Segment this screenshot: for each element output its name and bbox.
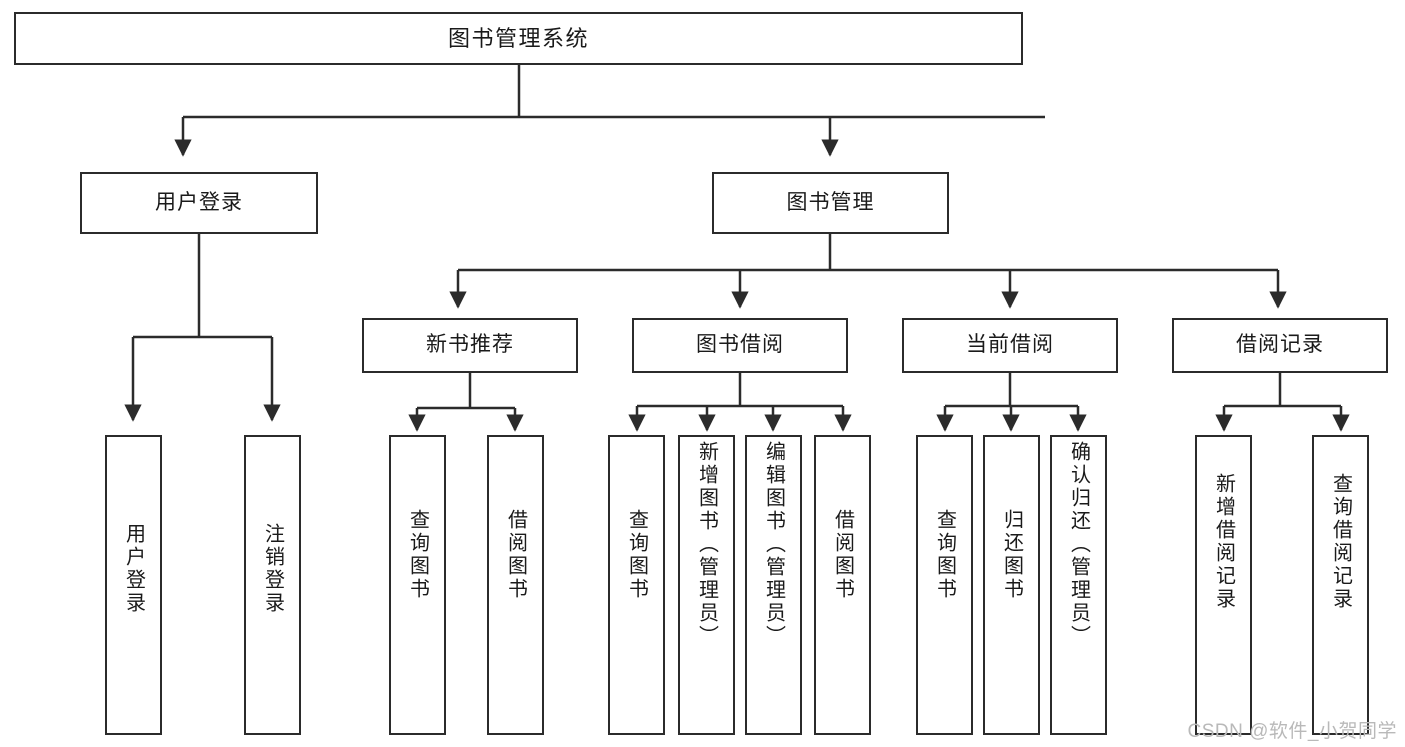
node-label: 借阅记录 <box>1236 333 1324 357</box>
node-label: 查询图书 <box>933 509 956 601</box>
node-label: 图书借阅 <box>696 333 784 357</box>
leaf-user-login-signin[interactable]: 用户登录 <box>105 435 162 735</box>
node-label: 当前借阅 <box>966 333 1054 357</box>
leaf-borrow-record-search[interactable]: 查询借阅记录 <box>1312 435 1369 735</box>
node-borrow-record[interactable]: 借阅记录 <box>1172 318 1388 373</box>
node-book-management[interactable]: 图书管理 <box>712 172 949 234</box>
node-label: 新增图书（管理员） <box>695 441 718 648</box>
leaf-user-login-signout[interactable]: 注销登录 <box>244 435 301 735</box>
node-new-book-recommend[interactable]: 新书推荐 <box>362 318 578 373</box>
node-label: 用户登录 <box>122 523 145 615</box>
leaf-new-book-borrow[interactable]: 借阅图书 <box>487 435 544 735</box>
leaf-book-borrow-search[interactable]: 查询图书 <box>608 435 665 735</box>
node-label: 用户登录 <box>155 190 243 214</box>
node-label: 查询图书 <box>406 509 429 601</box>
node-label: 借阅图书 <box>504 509 527 601</box>
node-label: 查询借阅记录 <box>1329 473 1352 611</box>
node-label: 编辑图书（管理员） <box>762 441 785 648</box>
node-label: 注销登录 <box>261 523 284 615</box>
node-user-login[interactable]: 用户登录 <box>80 172 318 234</box>
node-book-borrow[interactable]: 图书借阅 <box>632 318 848 373</box>
node-label: 图书管理系统 <box>447 25 589 51</box>
node-label: 新增借阅记录 <box>1212 473 1235 611</box>
leaf-current-borrow-confirm-return[interactable]: 确认归还（管理员） <box>1050 435 1107 735</box>
leaf-current-borrow-search[interactable]: 查询图书 <box>916 435 973 735</box>
leaf-book-borrow-borrow[interactable]: 借阅图书 <box>814 435 871 735</box>
node-label: 归还图书 <box>1000 509 1023 601</box>
node-label: 借阅图书 <box>831 509 854 601</box>
node-label: 新书推荐 <box>426 333 514 357</box>
leaf-book-borrow-edit[interactable]: 编辑图书（管理员） <box>745 435 802 735</box>
node-current-borrow[interactable]: 当前借阅 <box>902 318 1118 373</box>
node-label: 查询图书 <box>625 509 648 601</box>
leaf-book-borrow-add[interactable]: 新增图书（管理员） <box>678 435 735 735</box>
leaf-new-book-search[interactable]: 查询图书 <box>389 435 446 735</box>
node-label: 图书管理 <box>786 190 875 214</box>
leaf-borrow-record-add[interactable]: 新增借阅记录 <box>1195 435 1252 735</box>
leaf-current-borrow-return[interactable]: 归还图书 <box>983 435 1040 735</box>
node-label: 确认归还（管理员） <box>1067 441 1090 648</box>
node-root-system[interactable]: 图书管理系统 <box>14 12 1023 65</box>
